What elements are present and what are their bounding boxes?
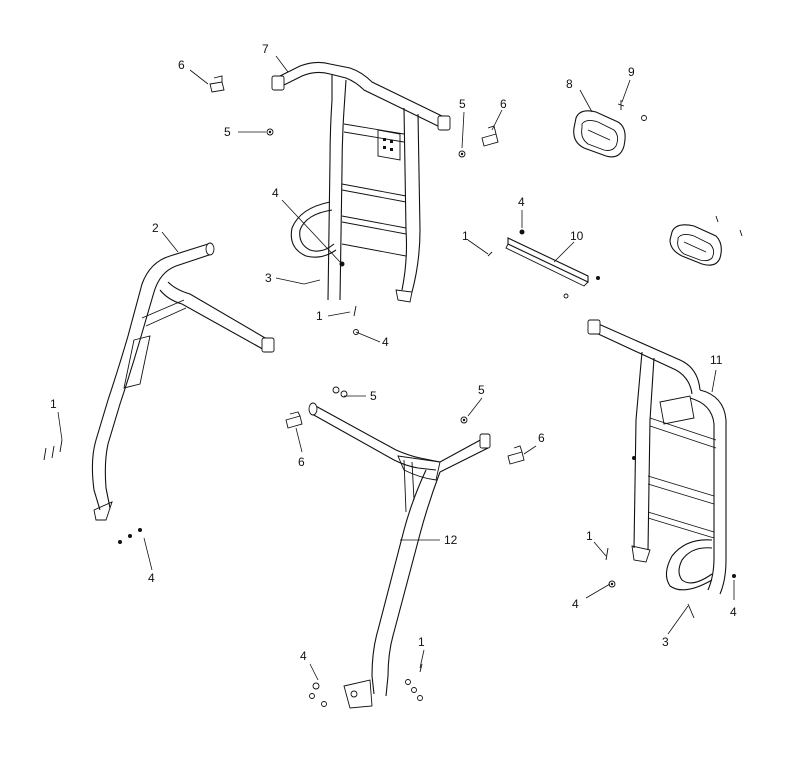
part-9-screw [617, 100, 647, 121]
part-12-front-frame [308, 402, 491, 709]
part-5-nut [266, 128, 468, 424]
part-4-nut [118, 229, 736, 707]
callout-4: 4 [272, 186, 279, 200]
callout-12: 12 [444, 533, 458, 547]
callout-6: 6 [538, 431, 545, 445]
part-6-clip [209, 75, 525, 465]
callout-6: 6 [178, 58, 185, 72]
callout-1: 1 [462, 229, 469, 243]
tube-end-cap [271, 75, 285, 91]
callout-2: 2 [152, 221, 159, 235]
callout-1: 1 [316, 309, 323, 323]
hardware [43, 75, 743, 707]
part-10-crossbar [505, 237, 589, 287]
callout-numbers: 7 6 5 5 6 8 9 4 4 1 10 2 3 1 4 5 5 6 6 1… [50, 42, 737, 663]
part-3-bolt [303, 279, 695, 619]
callout-4: 4 [518, 195, 525, 209]
callout-3: 3 [662, 635, 669, 649]
callout-4: 4 [572, 597, 579, 611]
callout-4: 4 [382, 335, 389, 349]
part-1-bolt [43, 215, 743, 673]
leader-lines [57, 55, 735, 681]
callout-8: 8 [566, 77, 573, 91]
part-8-tail-light [573, 110, 626, 158]
callout-3: 3 [265, 271, 272, 285]
callout-4: 4 [300, 649, 307, 663]
callout-5: 5 [478, 383, 485, 397]
tube-end-cap [437, 115, 451, 131]
callout-1: 1 [50, 397, 57, 411]
callout-5: 5 [224, 125, 231, 139]
callout-4: 4 [148, 571, 155, 585]
callout-11: 11 [710, 353, 723, 367]
part-8-tail-light-lower [669, 224, 722, 266]
part-7-rear-frame [271, 61, 451, 303]
callout-5: 5 [370, 389, 377, 403]
callout-6: 6 [500, 97, 507, 111]
callout-5: 5 [459, 97, 466, 111]
part-11-right-frame [587, 319, 727, 595]
callout-1: 1 [586, 529, 593, 543]
callout-10: 10 [570, 229, 584, 243]
callout-9: 9 [628, 65, 635, 79]
part-2-left-frame [91, 242, 275, 521]
callout-6: 6 [298, 455, 305, 469]
callout-1: 1 [418, 635, 425, 649]
callout-7: 7 [262, 42, 269, 56]
callout-4: 4 [730, 605, 737, 619]
